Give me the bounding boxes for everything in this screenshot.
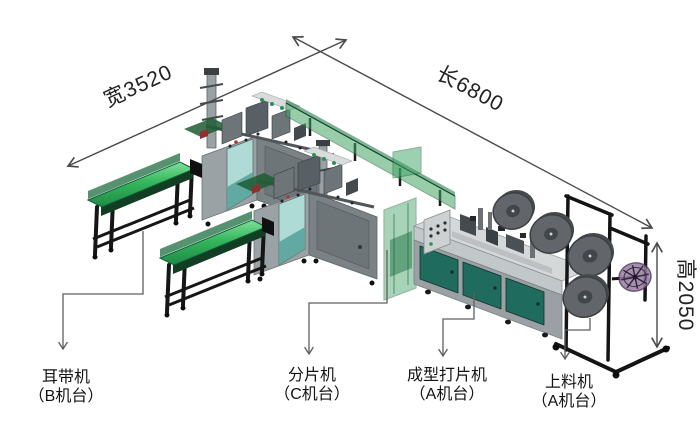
leader-feeding bbox=[560, 318, 591, 361]
width-dimension-label: 宽3520 bbox=[100, 61, 176, 112]
leader-ear-band bbox=[58, 231, 144, 351]
label-feeding-station: （A机台） bbox=[532, 392, 607, 410]
label-splitting-station: （C机台） bbox=[274, 385, 350, 403]
machine-a-door-3 bbox=[505, 277, 545, 326]
leader-forming bbox=[438, 292, 475, 358]
label-splitting-name: 分片机 bbox=[288, 366, 336, 384]
label-ear-band-name: 耳带机 bbox=[42, 368, 90, 386]
bridge-green-box bbox=[392, 146, 422, 179]
label-forming-station: （A机台） bbox=[410, 385, 485, 403]
inlet-hopper bbox=[383, 197, 417, 301]
height-dimension-label: 高2050 bbox=[674, 259, 697, 332]
machine-a-door-2 bbox=[462, 261, 502, 310]
machine-c-green-deck bbox=[236, 173, 281, 192]
leader-splitting bbox=[304, 250, 388, 356]
label-forming-name: 成型打片机 bbox=[407, 366, 487, 384]
length-dimension-label: 长6800 bbox=[433, 62, 508, 116]
machine-a-door-1 bbox=[419, 245, 459, 294]
label-ear-band-station: （B机台） bbox=[29, 387, 104, 405]
machine-leader-lines bbox=[58, 231, 591, 361]
machine-labels: 耳带机 （B机台） 分片机 （C机台） 成型打片机 （A机台） 上料机 （A机台… bbox=[29, 366, 607, 410]
ear-loop-reel bbox=[611, 262, 652, 292]
forming-machine-a bbox=[413, 208, 591, 340]
dimension-lines bbox=[66, 35, 663, 349]
label-feeding-name: 上料机 bbox=[545, 373, 593, 391]
length-dimension-line bbox=[291, 35, 654, 230]
conveyor-splitting-c bbox=[158, 211, 274, 318]
